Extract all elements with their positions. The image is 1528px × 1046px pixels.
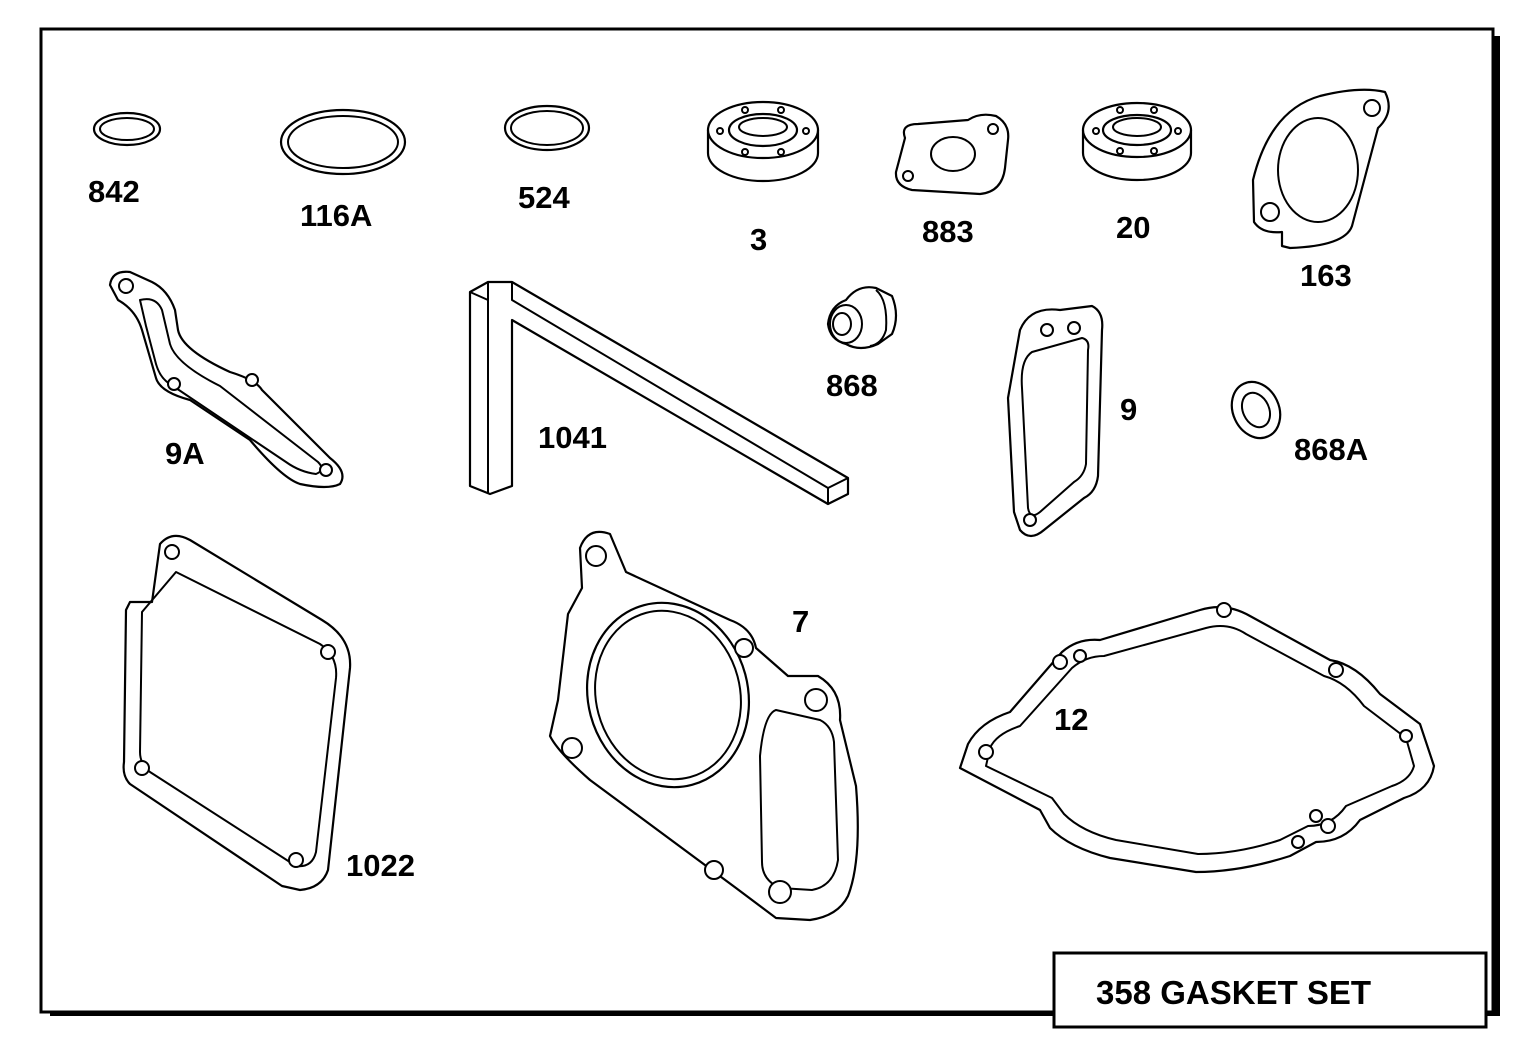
label-868a: 868A: [1294, 432, 1368, 467]
part-868-valve-seal: [826, 286, 898, 350]
label-116a: 116A: [300, 198, 372, 233]
label-868: 868: [826, 368, 878, 403]
part-3-oil-seal: [706, 100, 820, 183]
title-box: 358 GASKET SET: [1052, 951, 1488, 1029]
label-12: 12: [1054, 702, 1088, 737]
part-9a-gasket: [108, 270, 344, 489]
part-1022-gasket: [122, 534, 352, 892]
part-524-o-ring: [503, 104, 591, 152]
label-9: 9: [1120, 392, 1137, 427]
part-1041-seal-strip: [468, 280, 850, 506]
label-20: 20: [1116, 210, 1150, 245]
part-9-gasket: [1006, 304, 1104, 538]
part-20-oil-seal: [1081, 101, 1193, 182]
label-524: 524: [518, 180, 570, 215]
label-883: 883: [922, 214, 974, 249]
part-163-gasket: [1251, 88, 1390, 250]
label-3: 3: [750, 222, 767, 257]
label-1041: 1041: [538, 420, 607, 455]
label-163: 163: [1300, 258, 1352, 293]
label-1022: 1022: [346, 848, 415, 883]
title-text: 358 GASKET SET: [1096, 974, 1371, 1011]
label-7: 7: [792, 604, 809, 639]
part-868a-washer: [1230, 380, 1282, 440]
part-116a-o-ring: [279, 108, 407, 176]
part-7-head-gasket: [548, 530, 859, 922]
part-883-gasket: [894, 113, 1010, 196]
part-842-o-ring: [92, 111, 162, 147]
part-12-crankcase-gasket: [958, 602, 1436, 874]
label-842: 842: [88, 174, 140, 209]
label-9a: 9A: [165, 436, 205, 471]
